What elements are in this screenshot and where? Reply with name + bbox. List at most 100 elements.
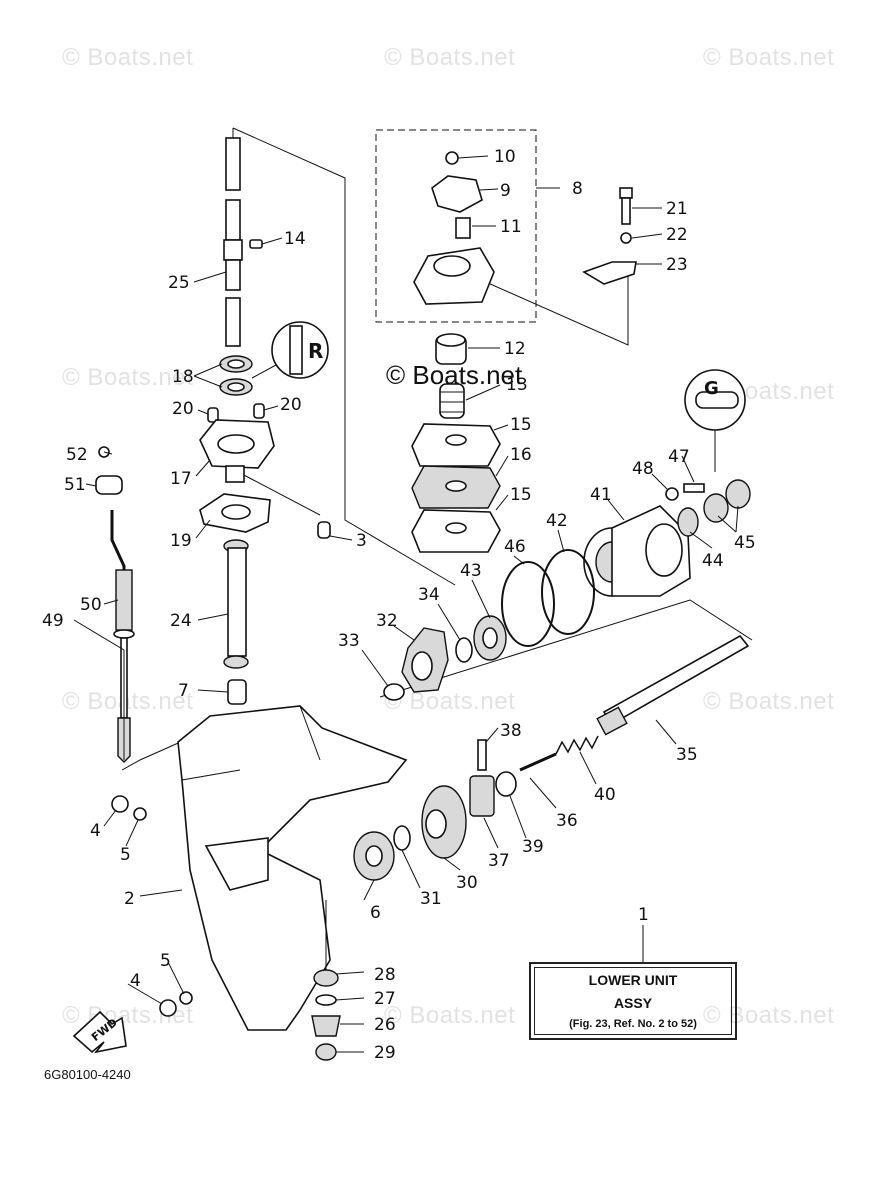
callout-19: 19 (170, 531, 192, 551)
seal-45a (703, 493, 729, 523)
bearing-44 (677, 507, 699, 537)
cross-pin-38 (477, 739, 487, 771)
callout-32: 32 (376, 611, 398, 631)
callout-27: 27 (374, 989, 396, 1009)
callout-26: 26 (374, 1015, 396, 1035)
callout-9: 9 (500, 181, 511, 201)
callout-22: 22 (666, 225, 688, 245)
bearing-housing (199, 419, 275, 483)
nut-29 (315, 1043, 337, 1061)
seal-45b (725, 479, 751, 509)
callout-8: 8 (572, 179, 583, 199)
watermark: © Boats.net (384, 688, 516, 715)
callout-6: 6 (370, 903, 381, 923)
callout-43: 43 (460, 561, 482, 581)
callout-33: 33 (338, 631, 360, 651)
callout-23: 23 (666, 255, 688, 275)
callout-44: 44 (702, 551, 724, 571)
callout-42: 42 (546, 511, 568, 531)
leader-lines (73, 155, 739, 1053)
fwd-arrow: FWD (72, 1010, 127, 1054)
callout-25: 25 (168, 273, 190, 293)
callout-2: 2 (124, 889, 135, 909)
callout-47: 47 (668, 447, 690, 467)
callout-20: 20 (280, 395, 302, 415)
cross-pin-ring-39 (495, 771, 517, 797)
svg-text:R: R (308, 339, 323, 363)
water-tube (223, 539, 249, 669)
o-ring-46 (501, 561, 555, 647)
callout-1: 1 (638, 905, 649, 925)
callout-49: 49 (42, 611, 64, 631)
center-watermark: © Boats.net (386, 360, 523, 390)
forward-gear-32 (401, 627, 449, 693)
shift-plunger (519, 735, 599, 772)
pinion-26 (311, 1015, 341, 1037)
callout-14: 14 (284, 229, 306, 249)
dog-clutch-37 (469, 775, 495, 817)
callout-45: 45 (734, 533, 756, 553)
shim-31 (393, 825, 411, 851)
title-box: LOWER UNIT ASSY (Fig. 23, Ref. No. 2 to … (529, 962, 737, 1040)
callout-30: 30 (456, 873, 478, 893)
title-line-2: ASSY (613, 994, 653, 1011)
callout-15: 15 (510, 485, 532, 505)
callout-18: 18 (172, 367, 194, 387)
svg-text:G: G (704, 378, 719, 399)
shim-33 (383, 683, 405, 701)
lower-casing (177, 705, 408, 1031)
callout-31: 31 (420, 889, 442, 909)
washer-5b (179, 991, 193, 1005)
callout-41: 41 (590, 485, 612, 505)
gasket-19 (199, 493, 271, 533)
water-pump-group-box (375, 129, 537, 323)
prop-shaft-housing (583, 505, 691, 597)
callout-39: 39 (522, 837, 544, 857)
bolt-bracket (582, 187, 637, 285)
callout-20: 20 (172, 399, 194, 419)
drain-plug-4a (111, 795, 129, 813)
callout-40: 40 (594, 785, 616, 805)
callout-numbers: 1 2 3 4 4 5 5 6 7 8 9 10 11 12 13 14 15 … (42, 147, 756, 1063)
watermark: © Boats.net (62, 44, 194, 71)
drain-plug-4b (159, 999, 177, 1017)
shim-27 (315, 994, 337, 1006)
callout-24: 24 (170, 611, 192, 631)
washer-48 (665, 487, 679, 501)
reverse-gear-30 (421, 785, 467, 859)
callout-17: 17 (170, 469, 192, 489)
callout-34: 34 (418, 585, 440, 605)
title-reference: (Fig. 23, Ref. No. 2 to 52) (569, 1018, 697, 1031)
callout-11: 11 (500, 217, 522, 237)
dowel-20a (207, 407, 219, 423)
bolt-47 (683, 483, 705, 493)
callout-5: 5 (120, 845, 131, 865)
watermark: © Boats.net (703, 1002, 835, 1029)
title-line-1: LOWER UNIT (588, 971, 678, 988)
shift-rod-assembly (95, 446, 135, 763)
callout-28: 28 (374, 965, 396, 985)
diagram-code: 6G80100-4240 (44, 1067, 131, 1082)
dowel-3 (317, 521, 331, 539)
water-pump-parts (411, 151, 501, 553)
callout-36: 36 (556, 811, 578, 831)
callout-7: 7 (178, 681, 189, 701)
callout-35: 35 (676, 745, 698, 765)
watermark: © Boats.net (62, 364, 194, 391)
o-ring-42 (541, 549, 595, 635)
shim-34 (455, 637, 473, 663)
drive-shaft (223, 128, 243, 347)
callout-50: 50 (80, 595, 102, 615)
callout-13: 13 (506, 375, 528, 395)
callout-46: 46 (504, 537, 526, 557)
propeller-shaft (596, 634, 750, 736)
watermark: © Boats.net (384, 1002, 516, 1029)
callout-3: 3 (356, 531, 367, 551)
callout-5: 5 (160, 951, 171, 971)
bushing-7 (227, 679, 247, 705)
callout-12: 12 (504, 339, 526, 359)
bearing-28 (313, 969, 339, 987)
watermark: © Boats.net (703, 44, 835, 71)
callout-15: 15 (510, 415, 532, 435)
